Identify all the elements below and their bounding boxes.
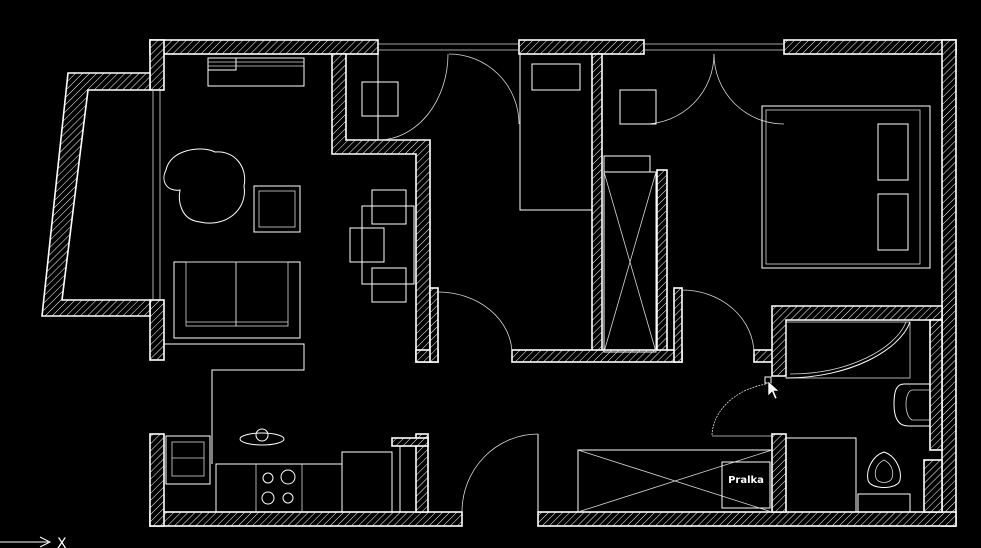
fridge[interactable] (165, 435, 211, 485)
outer-walls (149, 39, 957, 527)
wall-corridor-3 (753, 349, 775, 363)
entry-door-swing (461, 433, 539, 513)
bathroom-cabinet[interactable] (785, 437, 857, 513)
bedroom (761, 105, 931, 269)
pillow-double-1[interactable] (877, 123, 909, 181)
pillow-double-2[interactable] (877, 193, 909, 251)
kitchen-counter-bar[interactable] (164, 343, 305, 464)
wall-top-left (149, 39, 379, 55)
bed-single[interactable] (519, 53, 593, 211)
door-left-room-swing (437, 291, 513, 355)
wall-column-right (656, 169, 668, 353)
tv-cabinet[interactable] (207, 57, 305, 87)
rug[interactable] (163, 148, 246, 224)
wall-bottom-right (537, 511, 957, 527)
bathroom-sink[interactable] (893, 383, 930, 427)
shower-tray[interactable] (785, 321, 911, 379)
washer-label: Pralka (728, 475, 764, 486)
shower-screen (785, 321, 911, 379)
wall-column-left (591, 53, 603, 353)
door-top-right-swing (643, 53, 715, 125)
toilet-tank[interactable] (857, 493, 911, 513)
kitchen (165, 428, 417, 513)
wall-top-middle (518, 39, 645, 55)
wardrobe-left-chair[interactable] (361, 81, 399, 117)
dining-chair-3[interactable] (371, 267, 407, 303)
wall-kitchen-stub-top (391, 437, 429, 447)
dining-chair-2[interactable] (349, 227, 385, 263)
wall-right (941, 39, 957, 527)
kitchen-sink[interactable] (239, 432, 285, 446)
wall-left-bottom (149, 433, 165, 527)
toilet-bowl[interactable] (867, 451, 901, 488)
ucs-axis-indicator: X (0, 536, 67, 548)
mouse-pointer-icon (764, 376, 780, 400)
dining-table[interactable] (361, 205, 415, 285)
hall: Pralka (577, 449, 773, 513)
washer-box[interactable] (721, 461, 771, 509)
door-top-left-swing (377, 53, 449, 141)
kitchen-tall-cabinet[interactable] (341, 451, 393, 513)
cooktop[interactable] (261, 469, 296, 505)
doors (377, 53, 785, 513)
door-right-room-swing (681, 289, 755, 355)
living-room (163, 57, 305, 464)
jamb-door-right-room (673, 287, 683, 363)
wall-bottom-left (149, 511, 463, 527)
wall-top-right (783, 39, 957, 55)
kitchen-counter[interactable] (215, 463, 343, 513)
wall-left-middle (149, 299, 165, 361)
armchair[interactable] (253, 185, 301, 233)
wall-bathroom (771, 305, 943, 377)
wall-bathroom-right-lower (923, 459, 943, 513)
pillow-single[interactable] (531, 63, 581, 91)
wall-partition-left (331, 53, 431, 363)
wall-left-top (149, 39, 165, 91)
wall-bathroom-inner (929, 319, 943, 451)
bed-double[interactable] (761, 105, 931, 269)
dining-chair-1[interactable] (371, 189, 407, 225)
bathroom (785, 321, 930, 513)
axis-x-label: X (57, 536, 67, 548)
dining-set (349, 81, 415, 303)
chair-middle[interactable] (619, 89, 657, 125)
interior-walls (331, 53, 943, 513)
sofa[interactable] (173, 261, 301, 339)
middle-room (519, 53, 657, 353)
hall-cabinet[interactable] (577, 449, 773, 513)
balcony-wall (41, 72, 151, 317)
balcony (41, 72, 151, 317)
jamb-door-left-room (429, 287, 439, 363)
bathroom-door-swing (711, 383, 767, 437)
wall-bathroom-lower (771, 433, 787, 513)
